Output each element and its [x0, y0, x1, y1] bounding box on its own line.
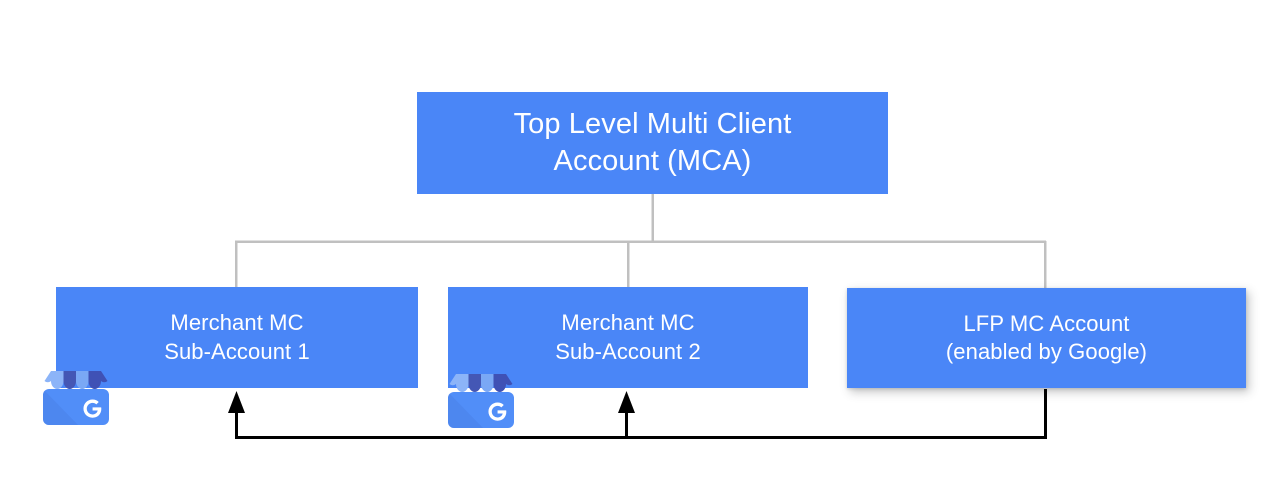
node-lfp-mc-account-label: LFP MC Account (enabled by Google) — [945, 310, 1148, 364]
node-merchant-mc-sub-account-2[interactable]: Merchant MC Sub-Account 2 — [448, 287, 808, 388]
node-top-level-mca-label: Top Level Multi Client Account (MCA) — [513, 107, 792, 177]
node-merchant-mc-sub-account-2-label: Merchant MC Sub-Account 2 — [555, 310, 701, 364]
node-merchant-mc-sub-account-1-label: Merchant MC Sub-Account 1 — [164, 310, 310, 364]
node-lfp-mc-account[interactable]: LFP MC Account (enabled by Google) — [847, 288, 1246, 388]
google-business-profile-icon — [43, 371, 109, 425]
node-merchant-mc-sub-account-1[interactable]: Merchant MC Sub-Account 1 — [56, 287, 418, 388]
node-top-level-mca[interactable]: Top Level Multi Client Account (MCA) — [417, 92, 888, 194]
google-business-profile-icon — [448, 374, 514, 428]
